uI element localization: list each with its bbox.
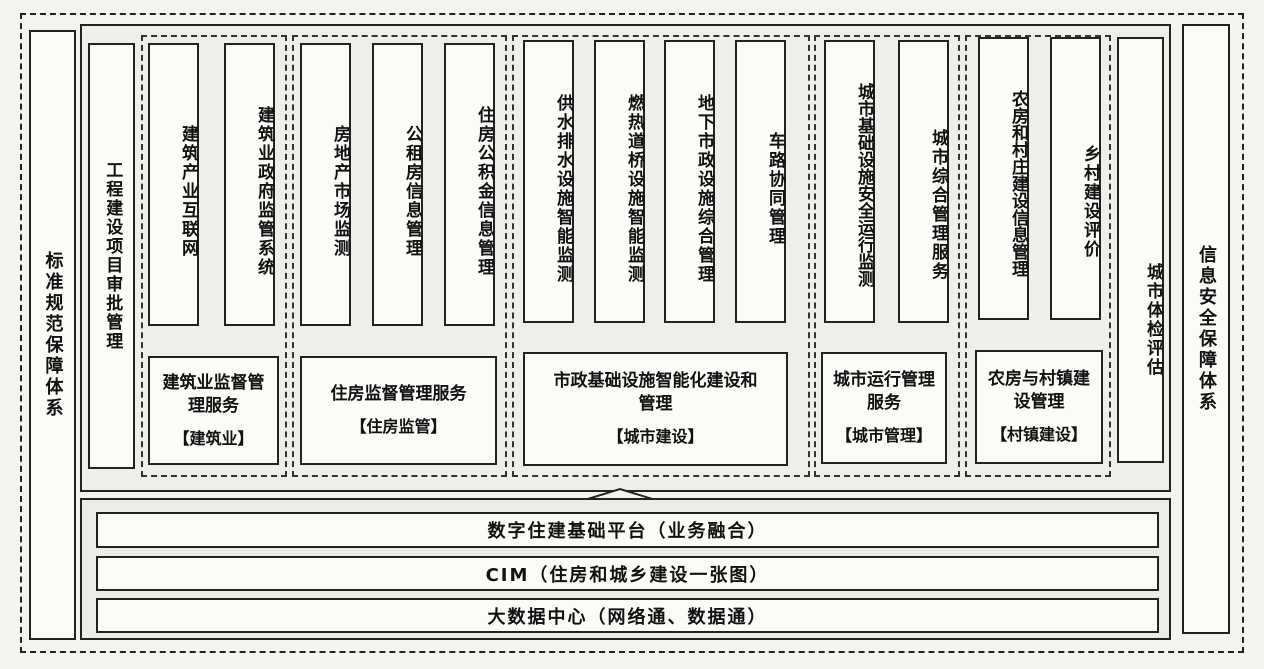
platform-layer: CIM（住房和城乡建设一张图） [96,556,1159,591]
city-ops-item: 城市综合管理服务 [898,40,949,323]
group-rural [965,35,1111,477]
platform-layer: 数字住建基础平台（业务融合） [96,512,1159,548]
group-construction [141,35,287,477]
municipal-item: 燃热道桥设施智能监测 [594,40,645,323]
standards-pillar: 标准规范保障体系 [29,30,76,640]
group-municipal [512,35,810,477]
outer-frame [20,13,1244,653]
service-label: 城市运行管理服务 [833,370,935,414]
housing-item: 公租房信息管理 [372,43,423,326]
city-checkup-box: 城市体检评估 [1117,37,1164,463]
service-label: 建筑业监督管理服务 [162,372,265,416]
service-label: 住房监督管理服务 [330,384,467,405]
housing-service-box: 住房监督管理服务 【住房监管】 [300,356,497,465]
project-approval-box: 工程建设项目审批管理 [88,43,135,469]
category-tag: 【住房监管】 [350,417,447,437]
platform-layer: 大数据中心（网络通、数据通） [96,598,1159,633]
category-tag: 【城市建设】 [607,427,704,447]
construction-item: 建筑业政府监管系统 [224,43,275,326]
service-label: 市政基础设施智能化建设和管理 [553,371,758,415]
city-ops-service-box: 城市运行管理服务 【城市管理】 [821,352,947,464]
municipal-service-box: 市政基础设施智能化建设和管理 【城市建设】 [523,352,788,466]
rural-service-box: 农房与村镇建设管理 【村镇建设】 [975,350,1103,464]
group-city-ops [814,35,960,477]
construction-item: 建筑产业互联网 [148,43,199,326]
municipal-item: 地下市政设施综合管理 [664,40,715,323]
construction-service-box: 建筑业监督管理服务 【建筑业】 [148,356,279,465]
housing-item: 房地产市场监测 [300,43,351,326]
municipal-item: 供水排水设施智能监测 [523,40,574,323]
rural-item: 乡村建设评价 [1050,37,1101,320]
category-tag: 【城市管理】 [835,426,932,446]
city-ops-item: 城市基础设施安全运行监测 [824,40,875,323]
rural-item: 农房和村庄建设信息管理 [978,37,1029,320]
category-tag: 【建筑业】 [173,428,254,448]
security-pillar: 信息安全保障体系 [1182,24,1230,634]
service-label: 农房与村镇建设管理 [988,369,1090,413]
housing-item: 住房公积金信息管理 [444,43,495,326]
category-tag: 【村镇建设】 [990,425,1087,445]
group-housing [292,35,507,477]
municipal-item: 车路协同管理 [735,40,786,323]
